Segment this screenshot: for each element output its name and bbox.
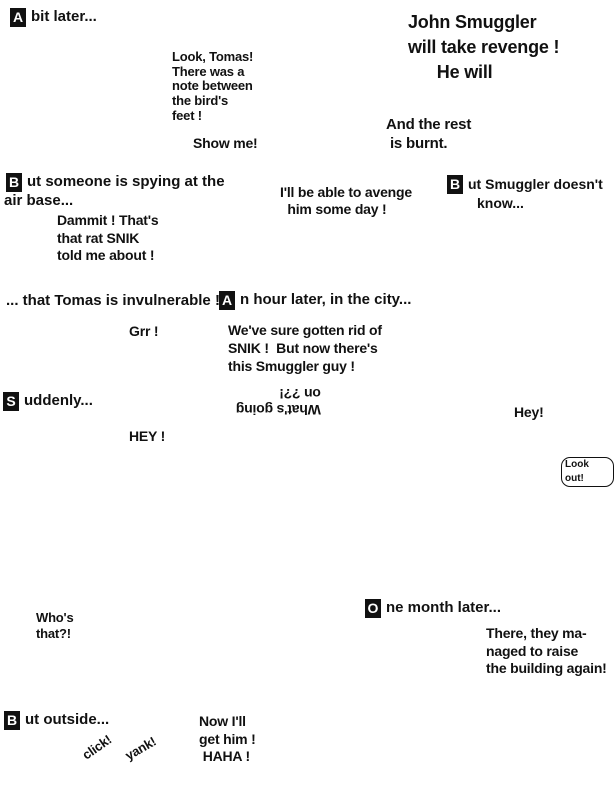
drop-cap: A: [10, 8, 26, 27]
dialogue-now-ill: Now I'll get him ! HAHA !: [199, 713, 256, 764]
drop-cap: B: [4, 711, 20, 730]
drop-cap: A: [219, 291, 235, 310]
caption-text-line2: air base...: [4, 192, 74, 209]
caption-text: n hour later, in the city...: [240, 291, 412, 308]
dialogue-snik: Dammit ! That's that rat SNIK told me ab…: [57, 212, 159, 263]
dialogue-hey: Hey!: [514, 404, 544, 420]
dialogue-whats-going-upside-down: What's going on ??!: [236, 386, 321, 419]
dialogue-raise: There, they ma- naged to raise the build…: [486, 625, 607, 676]
caption-text: uddenly...: [24, 392, 93, 409]
speech-bubble-look-out: Look out!: [561, 457, 614, 487]
drop-cap: S: [3, 392, 19, 411]
dialogue-whos-that: Who's that?!: [36, 610, 74, 641]
caption-text: ut someone is spying at the: [27, 173, 225, 190]
caption-text: ut outside...: [25, 711, 110, 728]
drop-cap: B: [6, 173, 22, 192]
dialogue-revenge: John Smuggler will take revenge ! He wil…: [408, 12, 560, 82]
caption-text: bit later...: [31, 8, 97, 25]
sfx-yank: yank!: [122, 733, 159, 764]
drop-cap: O: [365, 599, 381, 618]
caption-text: ut Smuggler doesn't: [468, 176, 603, 192]
caption-invulnerable: ... that Tomas is invulnerable !: [6, 292, 220, 309]
caption-text: ne month later...: [386, 599, 502, 616]
caption-text-line2: know...: [477, 195, 524, 211]
dialogue-hey-caps: HEY !: [129, 428, 166, 444]
dialogue-note: Look, Tomas! There was a note between th…: [172, 49, 254, 123]
sfx-click: click!: [79, 731, 115, 763]
dialogue-show-me: Show me!: [193, 135, 258, 151]
dialogue-rid: We've sure gotten rid of SNIK ! But now …: [228, 322, 382, 375]
dialogue-avenge: I'll be able to avenge him some day !: [280, 184, 412, 217]
dialogue-grr: Grr !: [129, 323, 159, 339]
drop-cap: B: [447, 175, 463, 194]
dialogue-burnt: And the rest is burnt.: [386, 116, 472, 152]
